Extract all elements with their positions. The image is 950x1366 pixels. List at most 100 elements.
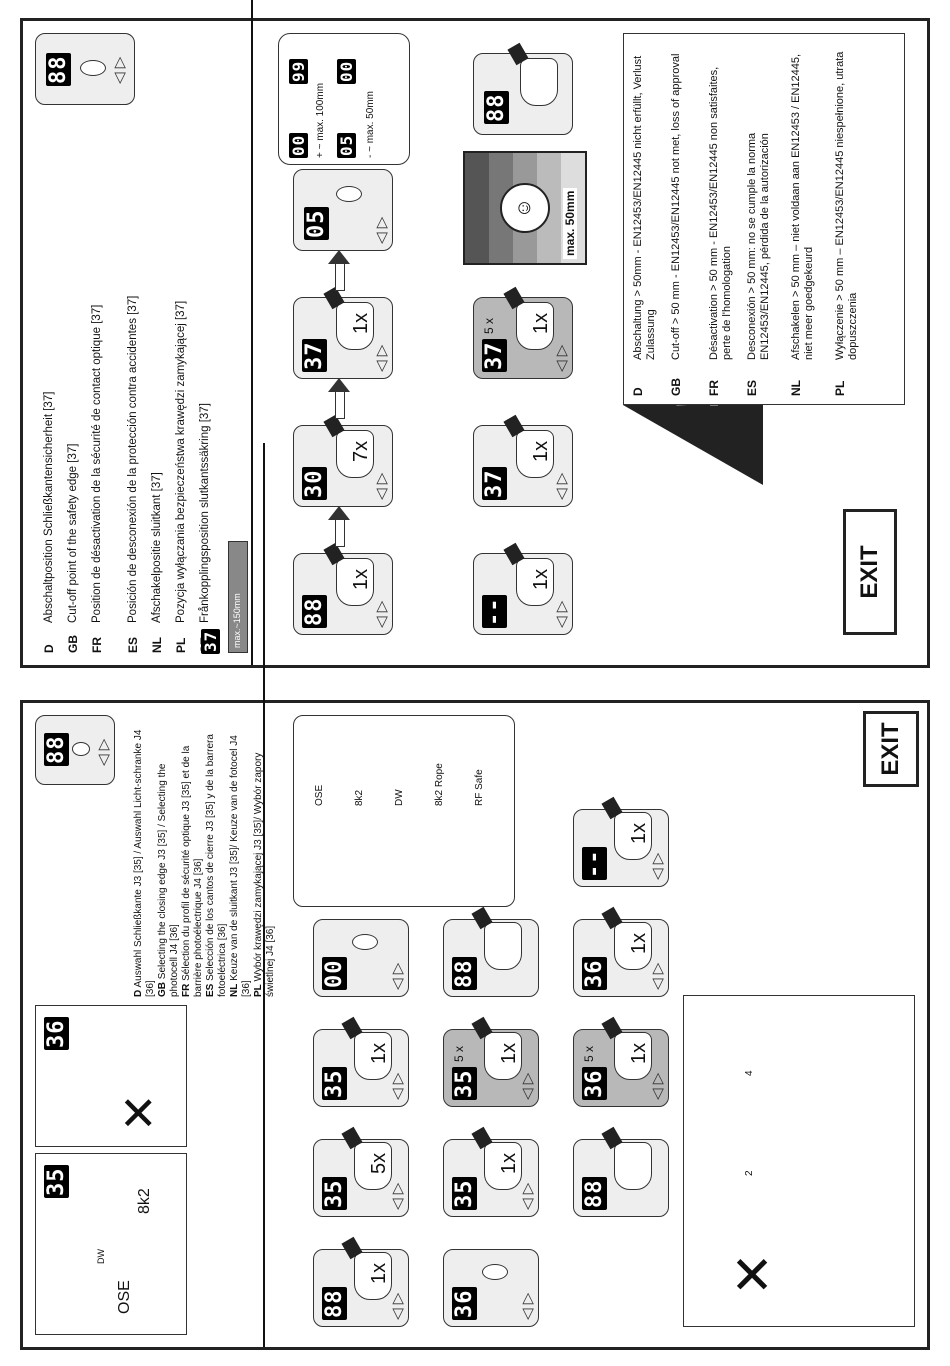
step-box: 88 xyxy=(573,1139,669,1217)
crossed-out-icon: ✕ xyxy=(725,1252,783,1296)
arrow-buttons-icon: ◁ ▷ xyxy=(553,472,570,500)
arrow-buttons-icon: ◁ ▷ xyxy=(519,1292,536,1320)
lang-code: D xyxy=(631,387,645,396)
adjust-bubble: 00 99 + ~ max. 100mm 05 00 - ~ max. 50mm xyxy=(278,33,410,165)
arrow-buttons-icon: ◁ ▷ xyxy=(373,472,390,500)
bubble-display: 00 xyxy=(289,132,308,158)
step-box-highlight: 37 5 x 1x ◁ ▷ xyxy=(473,297,573,379)
hand-icon xyxy=(520,58,558,106)
8k2-label: 8k2 xyxy=(136,1188,153,1214)
lang-code: NL xyxy=(789,380,803,396)
press-count: 1x xyxy=(530,568,552,590)
bubble-display: 99 xyxy=(289,58,308,84)
photocell-options-box: 2 4 ✕ xyxy=(683,995,915,1327)
step-display: 88 xyxy=(322,1287,347,1320)
lang-code: GB xyxy=(157,982,168,997)
legend-text-area: D Auswahl Schließkante J3 [35] / Auswahl… xyxy=(133,727,276,997)
warning-text: Abschaltung > 50mm - EN12453/EN12445 nic… xyxy=(632,55,657,360)
step-display: 88 xyxy=(484,91,509,124)
arrow-buttons-icon: ◁ ▷ xyxy=(649,852,666,880)
legend-text: Afschakelpositie sluitkant [37] xyxy=(151,472,163,623)
lang-code: D xyxy=(133,989,144,997)
legend-row: GB Selecting the closing edge J3 [35] / … xyxy=(157,727,181,997)
ose-label: OSE xyxy=(116,1280,133,1314)
bubble-plus-label: + ~ max. 100mm xyxy=(315,82,326,158)
lang-code: GB xyxy=(66,635,80,653)
enter-button-icon xyxy=(352,934,378,950)
legend-text: Pozycja wyłączania bezpieczeństwa krawęd… xyxy=(175,300,187,623)
step-box: 88 1x ◁ ▷ xyxy=(313,1249,409,1327)
step-box: 30 7x ◁ ▷ xyxy=(293,425,393,507)
arrow-buttons-icon: ◁ ▷ xyxy=(373,216,390,244)
step-display: 05 xyxy=(304,207,329,240)
door-diagram-small: 37 max.~150mm xyxy=(201,541,248,654)
arrow-buttons-icon: ◁ ▷ xyxy=(649,962,666,990)
enter-button-icon xyxy=(482,1264,508,1280)
warning-text: Afschakelen > 50 mm – niet voldaan aan E… xyxy=(790,53,815,360)
lang-code: PL xyxy=(833,380,847,396)
warning-text: Désactivation > 50 mm - EN12453/EN12445 … xyxy=(708,66,733,360)
legend-row: NL Keuze van de sluitkant J3 [35]/ Keuze… xyxy=(229,727,253,997)
step-box: 05 ◁ ▷ xyxy=(293,169,393,251)
lang-code: FR xyxy=(707,380,721,396)
legend-text: Auswahl Schließkante J3 [35] / Auswahl L… xyxy=(133,729,156,997)
legend-text: Sélection du profil de sécurité optique … xyxy=(181,745,204,997)
step-display: 35 xyxy=(452,1067,477,1100)
lang-code: GB xyxy=(669,378,683,396)
option-8k2-label: 8k2 xyxy=(354,789,365,806)
door-label: max. 50mm xyxy=(563,187,577,259)
arrow-buttons-icon: ◁ ▷ xyxy=(519,1182,536,1210)
icon-box-photocell: 36 ✕ xyxy=(35,1005,187,1147)
legend-block xyxy=(123,797,133,997)
press-count-extra: 5 x xyxy=(452,1045,466,1062)
warning-box: D Abschaltung > 50mm - EN12453/EN12445 ni… xyxy=(623,33,905,405)
arrow-buttons-icon: ◁ ▷ xyxy=(111,56,128,84)
press-count: 1x xyxy=(530,440,552,462)
press-count: 1x xyxy=(350,312,372,334)
dw-label: DW xyxy=(96,1249,106,1264)
arrow-buttons-icon: ◁ ▷ xyxy=(389,1072,406,1100)
corner-display-box: 88 ◁ ▷ xyxy=(35,33,135,105)
arrow-buttons-icon: ◁ ▷ xyxy=(649,1072,666,1100)
press-count: 7x xyxy=(350,440,372,462)
smiley-icon: ☺ xyxy=(500,183,550,233)
press-count: 1x xyxy=(628,822,650,844)
warning-text: Cut-off > 50 mm - EN12453/EN12445 not me… xyxy=(670,53,682,360)
lang-code: FR xyxy=(181,983,192,997)
enter-button-icon xyxy=(336,186,362,202)
lang-code: NL xyxy=(229,983,240,997)
crossed-out-icon: ✕ xyxy=(113,1093,165,1132)
step-box: 88 xyxy=(473,53,573,135)
legend-row: D Auswahl Schließkante J3 [35] / Auswahl… xyxy=(133,727,157,997)
step-box: 37 1x ◁ ▷ xyxy=(473,425,573,507)
legend-text: Abschaltposition Schließkantensicherheit… xyxy=(43,391,55,623)
step-box: 88 xyxy=(443,919,539,997)
divider xyxy=(263,443,265,1347)
step-display: 35 xyxy=(452,1177,477,1210)
press-count: 1x xyxy=(498,1152,520,1174)
lang-code: ES xyxy=(126,636,140,653)
legend-text: Selección de los cantos de cierre J3 [35… xyxy=(205,734,228,997)
panel-bottom-content: 88 ◁ ▷ 35 OSE DW 8k2 36 ✕ D Auswahl Schl… xyxy=(23,443,927,1347)
step-box: 35 1x ◁ ▷ xyxy=(443,1139,539,1217)
arrow-buttons-icon: ◁ ▷ xyxy=(389,1182,406,1210)
options-bubble: OSE 8k2 DW 8k2 Rope RF Safe xyxy=(293,715,515,907)
arrow-buttons-icon: ◁ ▷ xyxy=(373,344,390,372)
arrow-buttons-icon: ◁ ▷ xyxy=(553,344,570,372)
press-count-extra: 5 x xyxy=(582,1045,596,1062)
step-display: 88 xyxy=(452,957,477,990)
icon-box-display: 35 xyxy=(44,1165,69,1198)
arrow-buttons-icon: ◁ ▷ xyxy=(553,600,570,628)
legend-text: Selecting the closing edge J3 [35] / Sel… xyxy=(157,763,180,997)
press-count: 1x xyxy=(628,932,650,954)
arrow-buttons-icon: ◁ ▷ xyxy=(519,1072,536,1100)
warning-text: Desconexión > 50 mm: no se cumple la nor… xyxy=(746,132,771,360)
lang-code: D xyxy=(42,644,56,653)
legend-row: PL Wybór krawędzi zamykającej J3 [35]/ W… xyxy=(253,727,277,997)
lang-code: FR xyxy=(90,637,104,653)
flow-arrow xyxy=(335,519,345,547)
legend-text: Position de désactivation de la sécurité… xyxy=(91,304,103,623)
bubble-minus-label: - ~ max. 50mm xyxy=(365,91,376,158)
step-box-highlight: 35 5 x 1x ◁ ▷ xyxy=(443,1029,539,1107)
step-display: 35 xyxy=(322,1177,347,1210)
